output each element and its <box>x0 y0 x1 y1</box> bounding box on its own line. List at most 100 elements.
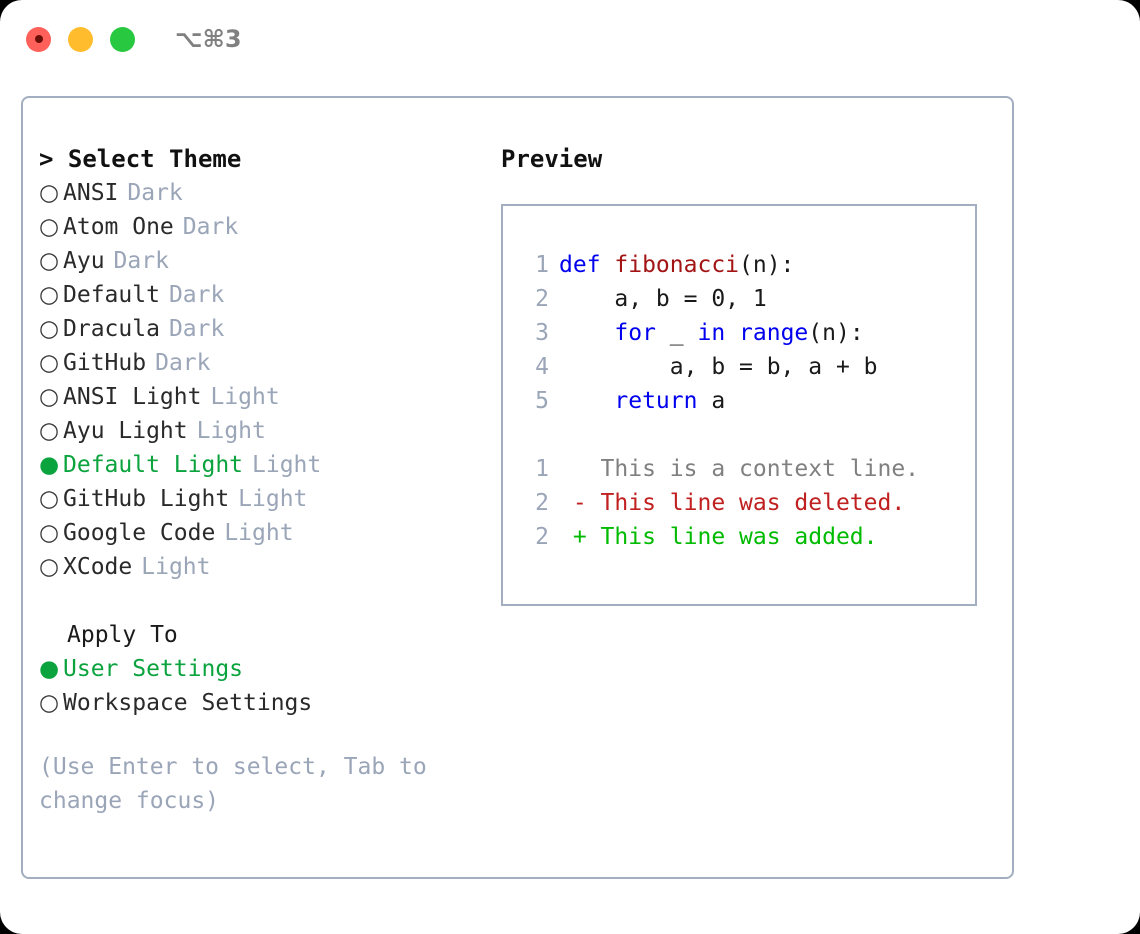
theme-option-category: Light <box>238 486 308 512</box>
apply-to-list: ●User Settings○Workspace Settings <box>39 652 489 720</box>
diff-line: 2 + This line was added. <box>503 520 975 554</box>
theme-option-category: Light <box>141 554 211 580</box>
theme-option-category: Dark <box>168 282 225 308</box>
line-number: 2 <box>535 286 549 312</box>
keyboard-shortcut-label: ⌥⌘3 <box>175 25 242 53</box>
close-dot-icon <box>34 35 43 43</box>
theme-option-name: ANSI <box>63 180 119 206</box>
code-line: 5 return a <box>503 384 975 418</box>
theme-option-name: ANSI Light <box>63 384 202 410</box>
token-txt: a, b = 0, 1 <box>559 286 767 312</box>
line-content: a, b = 0, 1 <box>559 282 767 316</box>
theme-option-github-light[interactable]: ○GitHub Light Light <box>39 482 489 516</box>
line-content: a, b = b, a + b <box>559 350 878 384</box>
radio-unselected-icon: ○ <box>39 214 60 240</box>
token-txt <box>559 388 614 414</box>
apply-to-option-workspace-settings[interactable]: ○Workspace Settings <box>39 686 489 720</box>
list-spacer <box>39 584 489 618</box>
radio-unselected-icon: ○ <box>39 418 60 444</box>
token-txt <box>559 320 614 346</box>
code-line: 4 a, b = b, a + b <box>503 350 975 384</box>
token-kw: def <box>559 252 615 278</box>
code-line: 3 for _ in range(n): <box>503 316 975 350</box>
token-ctx: This is a context line. <box>559 456 920 482</box>
theme-option-name: GitHub <box>63 350 147 376</box>
minimize-button[interactable] <box>68 26 93 52</box>
theme-option-category: Light <box>224 520 294 546</box>
line-content: This is a context line. <box>559 452 920 486</box>
token-kw: for <box>614 320 656 346</box>
token-fn: fibonacci <box>614 252 740 278</box>
token-txt: (n): <box>739 252 795 278</box>
theme-option-category: Dark <box>127 180 183 206</box>
token-txt: _ <box>655 320 698 346</box>
theme-option-name: Default <box>63 282 160 308</box>
theme-option-ansi[interactable]: ○ANSI Dark <box>39 176 489 210</box>
token-txt: a <box>697 388 726 414</box>
select-theme-header: > Select Theme <box>39 145 242 173</box>
theme-option-category: Light <box>210 384 280 410</box>
theme-option-ansi-light[interactable]: ○ANSI Light Light <box>39 380 489 414</box>
line-content: - This line was deleted. <box>559 486 905 520</box>
radio-unselected-icon: ○ <box>39 520 60 546</box>
token-txt: (n): <box>808 320 864 346</box>
theme-option-name: GitHub Light <box>63 486 230 512</box>
apply-to-option-user-settings[interactable]: ●User Settings <box>39 652 489 686</box>
radio-unselected-icon: ○ <box>39 248 60 274</box>
diff-line: 1 This is a context line. <box>503 452 975 486</box>
theme-option-default-light[interactable]: ●Default Light Light <box>39 448 489 482</box>
code-line: 2 a, b = 0, 1 <box>503 282 975 316</box>
diff-sample: 1 This is a context line.2 - This line w… <box>503 452 975 554</box>
token-del: - This line was deleted. <box>559 490 906 516</box>
line-number: 4 <box>535 354 549 380</box>
line-number: 2 <box>535 524 549 550</box>
keyboard-hint-text: (Use Enter to select, Tab to change focu… <box>39 754 427 814</box>
line-number: 3 <box>535 320 549 346</box>
line-content: + This line was added. <box>559 520 878 554</box>
token-txt <box>725 320 739 346</box>
title-bar: ⌥⌘3 <box>0 0 1140 78</box>
theme-option-category: Dark <box>168 316 225 342</box>
radio-unselected-icon: ○ <box>39 316 60 342</box>
radio-unselected-icon: ○ <box>39 486 60 512</box>
token-kw: return <box>614 388 698 414</box>
line-number: 1 <box>535 456 549 482</box>
theme-option-name: XCode <box>63 554 133 580</box>
line-content: def fibonacci(n): <box>559 248 794 282</box>
diff-line: 2 - This line was deleted. <box>503 486 975 520</box>
maximize-button[interactable] <box>110 26 135 52</box>
radio-unselected-icon: ○ <box>39 180 60 206</box>
preview-title: Preview <box>501 145 603 173</box>
line-content: return a <box>559 384 725 418</box>
close-button[interactable] <box>26 26 51 52</box>
apply-to-option-name: User Settings <box>63 656 244 682</box>
radio-unselected-icon: ○ <box>39 690 60 716</box>
radio-unselected-icon: ○ <box>39 554 60 580</box>
radio-selected-icon: ● <box>39 452 60 478</box>
apply-to-option-name: Workspace Settings <box>63 690 313 716</box>
theme-option-category: Light <box>252 452 322 478</box>
theme-option-name: Ayu <box>63 248 105 274</box>
theme-option-category: Dark <box>155 350 211 376</box>
token-kw: range <box>739 320 809 346</box>
radio-unselected-icon: ○ <box>39 384 60 410</box>
theme-option-name: Default Light <box>63 452 244 478</box>
token-txt: a, b = b, a + b <box>559 354 878 380</box>
line-number: 1 <box>535 252 549 278</box>
theme-option-category: Light <box>196 418 266 444</box>
theme-option-xcode[interactable]: ○XCode Light <box>39 550 489 584</box>
code-diff-separator <box>503 418 975 452</box>
